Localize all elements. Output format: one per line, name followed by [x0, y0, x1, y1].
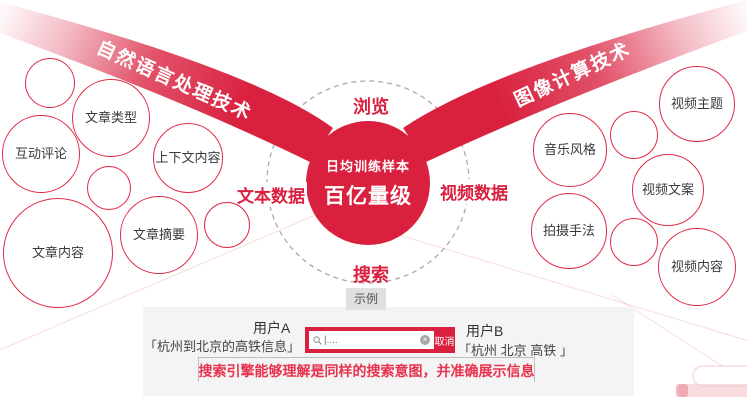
caption-text: 搜索引擎能够理解是同样的搜索意图，并准确展示信息: [198, 363, 535, 379]
cancel-button[interactable]: 取消: [434, 333, 455, 348]
bubble-empty: [610, 111, 658, 159]
bubble-empty: [204, 202, 250, 248]
bubble-empty: [610, 218, 658, 266]
bubble-article-summary: 文章摘要: [120, 196, 198, 274]
circle-x-icon[interactable]: ×: [420, 335, 430, 345]
caption-bracket: 搜索引擎能够理解是同样的搜索意图，并准确展示信息: [198, 357, 535, 382]
ring-label-search: 搜索: [353, 265, 389, 285]
bubble-music-style: 音乐风格: [533, 113, 607, 187]
hub-label: 日均训练样本 百亿量级: [306, 121, 430, 245]
bubble-empty: [87, 166, 131, 210]
ring-label-video-data: 视频数据: [438, 179, 510, 204]
user-b-query: 「杭州 北京 高铁 」: [458, 343, 573, 358]
bubble-empty: [25, 58, 75, 108]
ring-label-text-data: 文本数据: [235, 182, 307, 207]
user-a-label: 用户A: [253, 320, 291, 336]
corner-watermark: [676, 365, 747, 397]
bubble-context-content: 上下文内容: [153, 123, 223, 193]
bubble-video-content: 视频内容: [658, 228, 736, 306]
bubble-interactive-comments: 互动评论: [2, 115, 80, 193]
user-b-label: 用户B: [466, 323, 504, 339]
bubble-shooting-technique: 拍摄手法: [531, 193, 607, 269]
bubble-video-topic: 视频主题: [659, 66, 735, 142]
example-badge: 示例: [346, 288, 387, 310]
search-bar: × 取消: [305, 327, 455, 353]
bubble-article-type: 文章类型: [72, 79, 150, 157]
bubble-article-content: 文章内容: [3, 198, 113, 308]
search-input[interactable]: [324, 334, 418, 346]
decorative-lines: [0, 212, 747, 383]
search-field[interactable]: ×: [309, 331, 434, 349]
hub-line1: 日均训练样本: [325, 159, 410, 174]
hub-circle: [306, 121, 430, 245]
ring-label-browse: 浏览: [353, 97, 389, 117]
hub-line2: 百亿量级: [324, 185, 412, 208]
ribbon-right-shape: [403, 0, 747, 162]
user-a-query: 「杭州到北京的高铁信息」: [144, 339, 301, 354]
bubble-video-copy: 视频文案: [632, 154, 704, 226]
ribbon-left-shape: [0, 2, 333, 162]
magnifier-icon: [313, 335, 322, 345]
